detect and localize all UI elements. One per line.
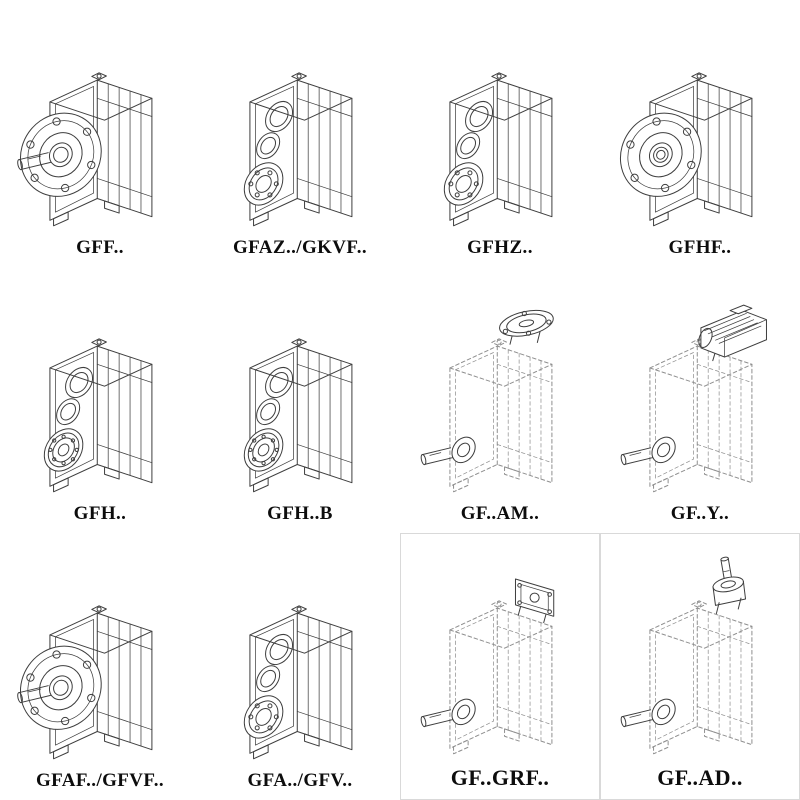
model-label: GFAZ../GKVF.. xyxy=(233,236,367,258)
model-label: GFH..B xyxy=(267,503,333,525)
model-label: GFF.. xyxy=(76,236,124,258)
gearbox-drawing-flange-output-with-shaft xyxy=(11,553,189,767)
model-label: GFAF../GFVF.. xyxy=(35,769,164,791)
catalog-cell: GFAZ../GKVF.. xyxy=(200,0,400,267)
gearbox-drawing-input-shaft-adapter xyxy=(611,548,789,762)
model-label: GF..AD.. xyxy=(657,764,743,790)
catalog-cell: GFH.. xyxy=(0,267,200,534)
gearbox-drawing-shaft-mounted-bearing xyxy=(211,286,389,500)
catalog-cell: GFHF.. xyxy=(600,0,800,267)
model-label: GFA../GFV.. xyxy=(247,769,353,791)
model-label: GF..Y.. xyxy=(670,503,730,525)
catalog-cell: GFA../GFV.. xyxy=(200,533,400,800)
catalog-cell: GF..AM.. xyxy=(400,267,600,534)
gearbox-drawing-hollow-shaft-bores xyxy=(211,20,389,234)
model-label: GFHF.. xyxy=(668,236,732,258)
model-label: GFHZ.. xyxy=(467,236,533,258)
catalog-cell: GFF.. xyxy=(0,0,200,267)
gearbox-drawing-hollow-shaft-bores xyxy=(211,553,389,767)
catalog-cell: GF..AD.. xyxy=(600,533,800,800)
model-label: GF..GRF.. xyxy=(450,764,550,790)
catalog-cell: GFAF../GFVF.. xyxy=(0,533,200,800)
gearbox-drawing-motor-flange-adapter xyxy=(411,286,589,500)
catalog-cell: GF..Y.. xyxy=(600,267,800,534)
gearbox-drawing-shaft-mounted-bearing xyxy=(11,286,189,500)
catalog-cell: GFH..B xyxy=(200,267,400,534)
gearbox-drawing-adapter-plate xyxy=(411,548,589,762)
gearbox-drawing-flange-output-hollow xyxy=(611,20,789,234)
model-label: GFH.. xyxy=(73,503,127,525)
gearbox-drawing-mounted-motor xyxy=(611,286,789,500)
model-label: GF..AM.. xyxy=(460,503,540,525)
catalog-cell: GFHZ.. xyxy=(400,0,600,267)
gearbox-drawing-flange-output-with-shaft xyxy=(11,20,189,234)
gearbox-drawing-hollow-shaft-bores xyxy=(411,20,589,234)
catalog-cell: GF..GRF.. xyxy=(400,533,600,800)
